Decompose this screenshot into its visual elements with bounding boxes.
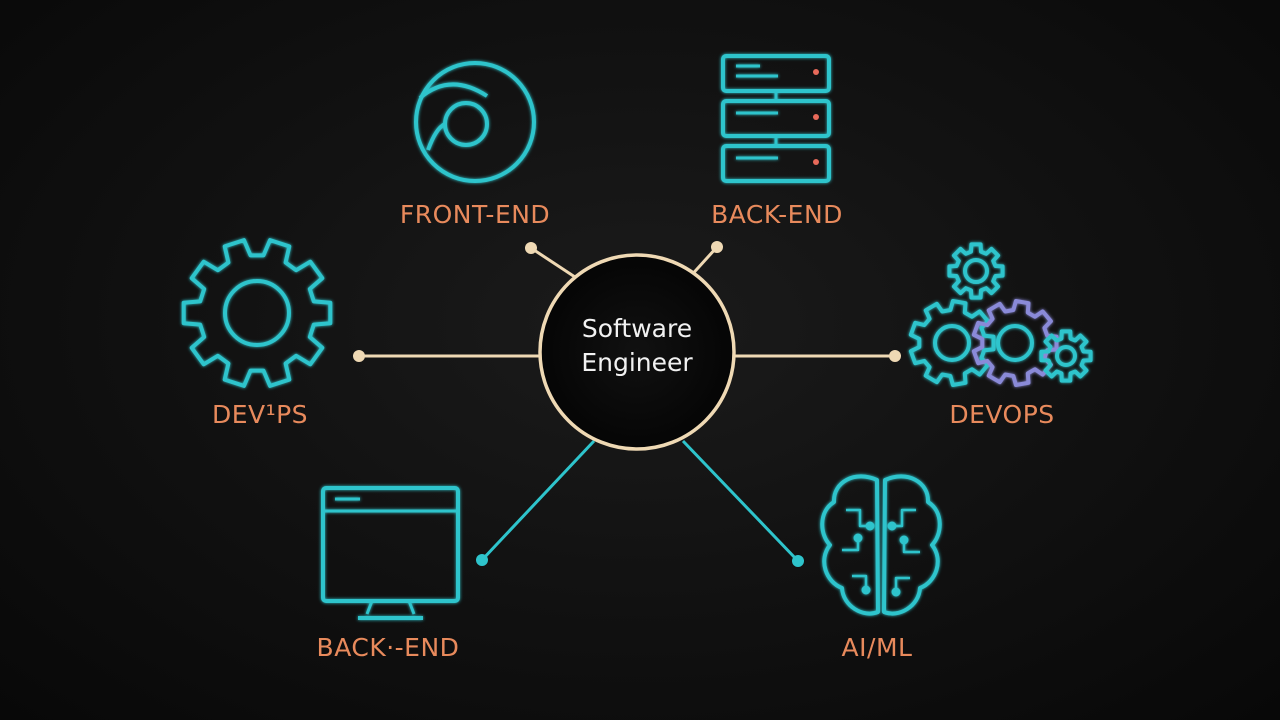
center-label-line1: Software [581,314,693,343]
brain-circuit-icon [820,474,942,616]
server-led-icons [813,69,819,165]
center-label-line2: Engineer [581,348,693,377]
connector-devops-right [735,350,901,362]
gears-cluster-icon [908,242,1093,387]
node-label-front-end: FRONT-END [399,200,551,229]
node-label-ai-ml: AI/ML [841,633,913,662]
browser-compass-icon [414,61,536,183]
gear-icon [181,238,333,388]
connector-front-end [525,242,582,283]
node-label-back-end-top: BACK-END [711,200,843,229]
node-label-devops-right: DEVOPS [949,400,1055,429]
server-rack-icon [721,54,831,183]
center-label: Software Engineer [547,312,727,380]
monitor-window-icon [321,486,460,620]
node-label-back-end-bottom: BACK·-END [316,633,460,662]
center-node [538,253,736,451]
connector-ai-ml [681,439,804,567]
node-label-devops-left: DEV¹PS [211,400,309,429]
connector-back-end-bottom [476,439,596,566]
connector-devops-left [353,350,541,362]
